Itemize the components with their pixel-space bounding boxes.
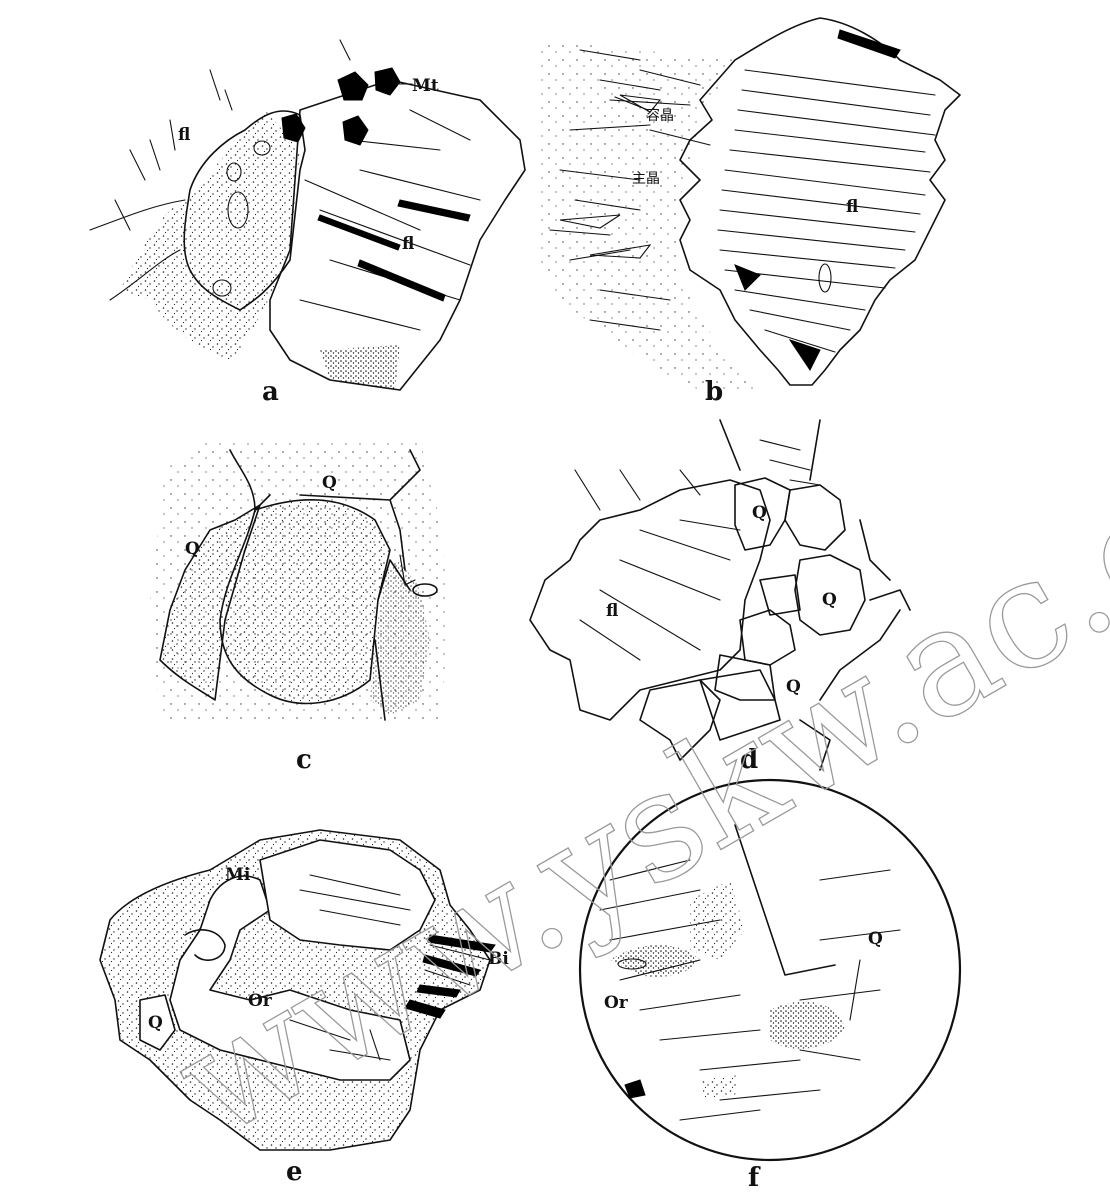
panel-d-label-q-top: Q xyxy=(752,503,767,523)
magnetite-crystal xyxy=(343,116,368,145)
magnetite-crystal xyxy=(338,72,368,100)
panel-c-label-q-top: Q xyxy=(322,473,337,493)
panel-f-label-q: Q xyxy=(868,929,883,949)
panel-c-label: c xyxy=(296,745,312,775)
panel-f-label-or: Or xyxy=(604,993,629,1013)
panel-b-drawing: 容晶 主晶 fl xyxy=(540,18,960,390)
panel-b-label-guest-crystal: 容晶 xyxy=(646,107,674,124)
magnetite-crystal xyxy=(282,114,305,142)
panel-d-label-q-mid: Q xyxy=(822,590,837,610)
panel-c-label-q-left: Q xyxy=(185,539,200,559)
panel-a-drawing: fl fl Mt xyxy=(90,40,525,390)
panel-c-drawing: Q Q xyxy=(150,440,450,720)
panel-a-label-mt: Mt xyxy=(412,76,439,96)
panel-f-label: f xyxy=(748,1163,761,1193)
magnetite-crystal xyxy=(375,68,400,95)
panel-a-label: a xyxy=(262,377,279,407)
panel-b-label: b xyxy=(705,377,723,407)
panel-b-label-host-crystal: 主晶 xyxy=(632,171,660,187)
panel-a-label-fl-upper: fl xyxy=(178,125,190,145)
panel-d-label-fl: fl xyxy=(606,601,618,621)
panel-b-label-fl: fl xyxy=(846,197,858,217)
panel-a-label-fl-lower: fl xyxy=(402,234,414,254)
panel-e-label: e xyxy=(286,1157,303,1187)
panel-e-label-mi: Mi xyxy=(225,865,251,885)
